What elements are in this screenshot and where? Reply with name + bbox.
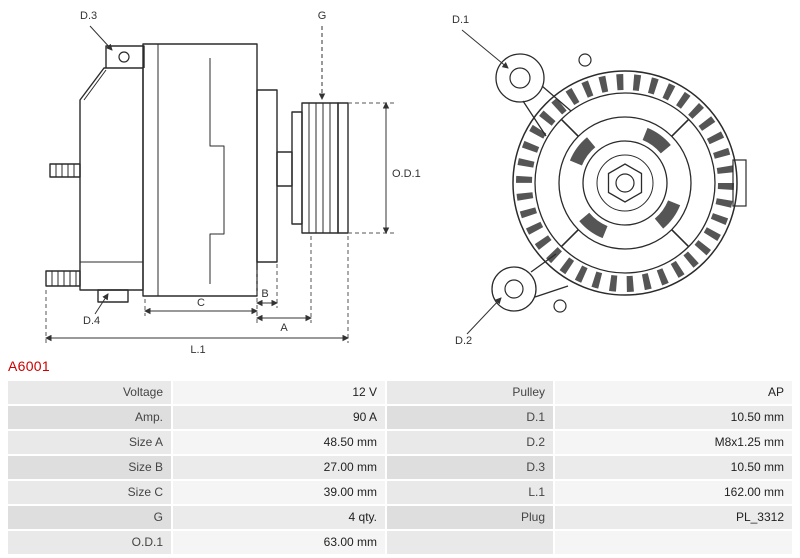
spec-label: L.1	[387, 481, 553, 504]
spec-value	[555, 531, 792, 554]
spec-value: 162.00 mm	[555, 481, 792, 504]
dim-label-d4: D.4	[83, 315, 100, 327]
spec-value: 48.50 mm	[173, 431, 385, 454]
spec-value: 4 qty.	[173, 506, 385, 529]
spec-value: 90 A	[173, 406, 385, 429]
spec-label: Amp.	[8, 406, 171, 429]
dim-label-g: G	[318, 10, 327, 22]
dim-label-b: B	[261, 288, 268, 300]
spec-row: Amp. 90 A D.1 10.50 mm	[8, 406, 792, 429]
spec-label: Size A	[8, 431, 171, 454]
spec-value: M8x1.25 mm	[555, 431, 792, 454]
spec-label: Size B	[8, 456, 171, 479]
bottom-stud	[45, 270, 81, 287]
spec-label: Size C	[8, 481, 171, 504]
spec-row: Size A 48.50 mm D.2 M8x1.25 mm	[8, 431, 792, 454]
spec-label	[387, 531, 553, 554]
spec-row: Voltage 12 V Pulley AP	[8, 381, 792, 404]
spec-value: 63.00 mm	[173, 531, 385, 554]
spec-label: Pulley	[387, 381, 553, 404]
spec-label: D.2	[387, 431, 553, 454]
pulley-side	[291, 102, 349, 234]
front-view	[491, 53, 747, 313]
mount-ear-bottom	[491, 266, 537, 312]
spec-row: O.D.1 63.00 mm	[8, 531, 792, 554]
spec-label: D.3	[387, 456, 553, 479]
spec-value: 10.50 mm	[555, 406, 792, 429]
spec-row: Size C 39.00 mm L.1 162.00 mm	[8, 481, 792, 504]
spec-row: Size B 27.00 mm D.3 10.50 mm	[8, 456, 792, 479]
spec-value: AP	[555, 381, 792, 404]
dimension-lines	[45, 25, 509, 342]
spec-label: Plug	[387, 506, 553, 529]
dim-label-c: C	[197, 297, 205, 309]
spec-value: 39.00 mm	[173, 481, 385, 504]
face-windows	[565, 123, 685, 243]
spec-value: PL_3312	[555, 506, 792, 529]
mount-ear-top	[495, 53, 545, 103]
spec-label: G	[8, 506, 171, 529]
top-mount-hole	[118, 51, 130, 63]
dim-label-l1: L.1	[190, 344, 205, 356]
vent-slots	[516, 74, 734, 292]
terminal-stud	[49, 163, 81, 178]
spec-value: 12 V	[173, 381, 385, 404]
part-number: A6001	[8, 358, 50, 374]
spec-label: Voltage	[8, 381, 171, 404]
dim-label-a: A	[280, 322, 288, 334]
shaft-nut	[607, 163, 643, 203]
spec-label: D.1	[387, 406, 553, 429]
spec-row: G 4 qty. Plug PL_3312	[8, 506, 792, 529]
spec-table: Voltage 12 V Pulley AP Amp. 90 A D.1 10.…	[8, 381, 792, 554]
dim-label-d1: D.1	[452, 14, 469, 26]
extension-lines	[45, 102, 394, 343]
dim-label-d2: D.2	[455, 335, 472, 347]
spec-value: 27.00 mm	[173, 456, 385, 479]
spec-label: O.D.1	[8, 531, 171, 554]
mount-hole-d2	[504, 279, 524, 299]
side-view	[45, 43, 349, 303]
technical-diagram: D.3 G O.D.1 D.4 C B A L.1 D.1 D.2	[45, 10, 747, 356]
spec-value: 10.50 mm	[555, 456, 792, 479]
dim-label-od1: O.D.1	[392, 168, 421, 180]
dim-label-d3: D.3	[80, 10, 97, 22]
mount-hole-d1	[509, 67, 531, 89]
